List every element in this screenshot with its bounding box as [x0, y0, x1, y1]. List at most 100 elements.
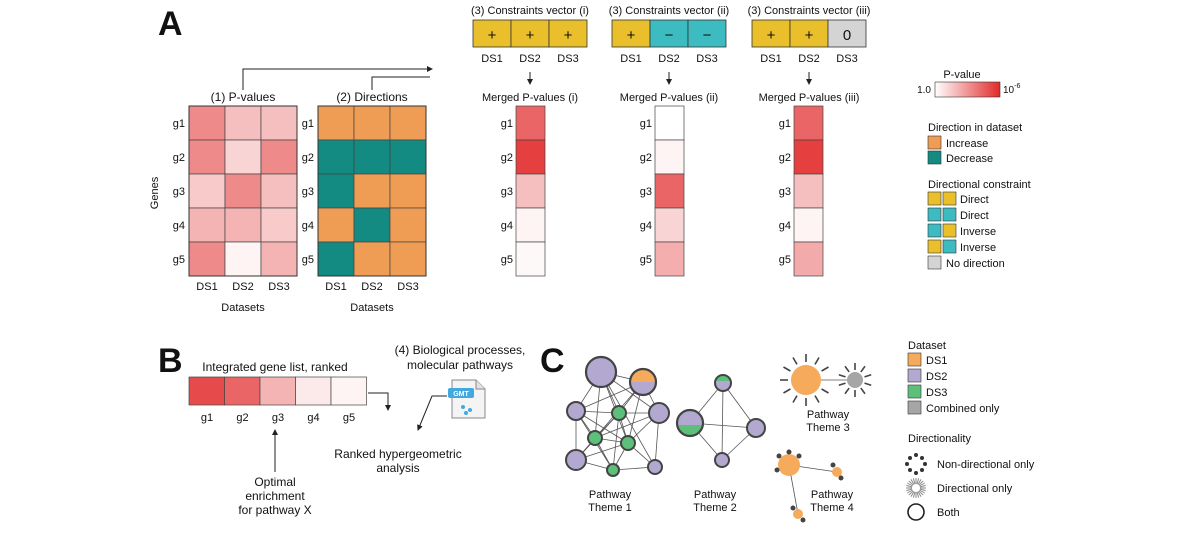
pvalues-title: (1) P-values: [211, 90, 276, 104]
direction-cell: [353, 241, 391, 277]
constraint-cell: [548, 19, 588, 48]
directionality-legend-title: Directionality: [908, 433, 971, 445]
gene-list-cell: [188, 376, 225, 406]
gmt-label: GMT: [453, 391, 469, 398]
constraint-legend-swatch: [927, 239, 942, 254]
node-t4-a: [778, 454, 800, 476]
direction-cell: [353, 105, 391, 141]
merged-cell: [793, 241, 824, 277]
node-t1-i: [606, 463, 620, 477]
constraint-symbol: −: [665, 27, 674, 44]
node-t1-b: [628, 367, 658, 397]
constraint-vectors: (3) Constraints vector (i)+DS1+DS2+DS3(3…: [471, 5, 870, 85]
constraint-legend-swatch: [927, 191, 942, 206]
merged-gene-label: g3: [640, 186, 652, 198]
constraint-dataset-label: DS3: [836, 53, 857, 65]
direction-cell: [353, 207, 391, 243]
theme-3-label-1: Pathway: [807, 409, 850, 421]
gene-list-cell: [224, 376, 261, 406]
constraint-dataset-label: DS3: [696, 53, 717, 65]
direction-cell: [353, 173, 391, 209]
merged-cell: [654, 207, 685, 243]
merged-gene-label: g5: [779, 254, 791, 266]
pvalue-cell: [188, 105, 226, 141]
gene-list-label: g4: [307, 412, 319, 424]
directions-heatmap: [317, 105, 427, 277]
node-t1-g: [620, 435, 636, 451]
arrow-genelist-to-analysis: [368, 392, 391, 411]
datasets-axis-label-1: Datasets: [221, 302, 265, 314]
pvalue-cell: [260, 139, 298, 175]
gene-list-label: g3: [272, 412, 284, 424]
pvalue-cell: [260, 105, 298, 141]
merged-gene-label: g4: [640, 220, 652, 232]
pvalue-cell: [260, 241, 298, 277]
genes-axis-label: Genes: [149, 176, 161, 209]
constraint-legend-swatch: [927, 223, 942, 238]
directionality-legend: Directionality Non-directional only Dire…: [905, 433, 1035, 521]
gmt-file-icon: GMT: [448, 379, 486, 419]
constraint-legend-swatch: [927, 255, 942, 270]
gene-list-cell: [259, 376, 296, 406]
constraint-dataset-label: DS2: [798, 53, 819, 65]
pvalue-cell: [188, 173, 226, 209]
pvalue-gradient-bar: [934, 81, 1001, 98]
datasets-axis-label-2: Datasets: [350, 302, 394, 314]
theme-3-label-2: Theme 3: [806, 422, 849, 434]
direction-cell: [317, 105, 355, 141]
pvalue-cell: [224, 139, 262, 175]
pvalue-cell: [188, 139, 226, 175]
node-t1-a: [584, 355, 618, 389]
constraint-symbol: +: [488, 27, 497, 44]
gene-list-label: g5: [343, 412, 355, 424]
constraint-legend-label: No direction: [946, 258, 1005, 270]
constraint-legend: Directional constraint DirectDirectInver…: [927, 179, 1031, 270]
merged-gene-label: g2: [640, 152, 652, 164]
node-t1-c: [566, 401, 586, 421]
optimal-label-1: Optimal: [254, 475, 295, 489]
theme-2-label-2: Theme 2: [693, 502, 736, 514]
gene-label: g2: [173, 152, 185, 164]
pvalue-legend-title: P-value: [943, 69, 980, 81]
network-theme-1: [565, 355, 670, 477]
direction-frame: [317, 105, 427, 277]
arrow-pvalues-to-constraints: [242, 66, 433, 90]
direction-cell: [389, 241, 427, 277]
gene-label: g4: [173, 220, 185, 232]
pvalue-legend-low: 1.0: [917, 85, 931, 96]
merged-cell: [515, 207, 546, 243]
dataset-label: DS3: [397, 281, 418, 293]
network-theme-3: [780, 354, 872, 406]
nondirectional-label: Non-directional only: [937, 459, 1035, 471]
merged-cell: [793, 139, 824, 175]
direction-cell: [317, 139, 355, 175]
direction-cell: [317, 207, 355, 243]
dataset-label: DS2: [232, 281, 253, 293]
pvalue-legend-high: 10-6: [1003, 83, 1020, 96]
merged-gene-label: g2: [779, 152, 791, 164]
pvalue-legend-high-exp: -6: [1014, 83, 1020, 90]
merged-title: Merged P-values (iii): [759, 92, 860, 104]
dataset-legend-label: DS3: [926, 387, 947, 399]
merged-title: Merged P-values (i): [482, 92, 578, 104]
direction-cell: [389, 207, 427, 243]
direction-cell: [389, 139, 427, 175]
node-t1-f: [587, 430, 603, 446]
gene-list-title: Integrated gene list, ranked: [202, 360, 347, 374]
pvalue-cell: [260, 207, 298, 243]
constraint-legend-swatch: [927, 207, 942, 222]
gene-list-label: g1: [201, 412, 213, 424]
constraint-legend-label: Inverse: [960, 226, 996, 238]
merged-cell: [654, 241, 685, 277]
arrow-directions-to-constraints: [371, 76, 430, 90]
node-t2-c: [746, 418, 766, 438]
constraint-legend-swatch: [942, 207, 957, 222]
direction-cell: [317, 173, 355, 209]
theme-1-label-1: Pathway: [589, 489, 632, 501]
arrow-gmt-to-analysis: [417, 395, 447, 431]
gene-label: g3: [173, 186, 185, 198]
analysis-title-1: Ranked hypergeometric: [334, 447, 461, 461]
merged-gene-label: g4: [779, 220, 791, 232]
constraint-legend-swatch: [942, 239, 957, 254]
